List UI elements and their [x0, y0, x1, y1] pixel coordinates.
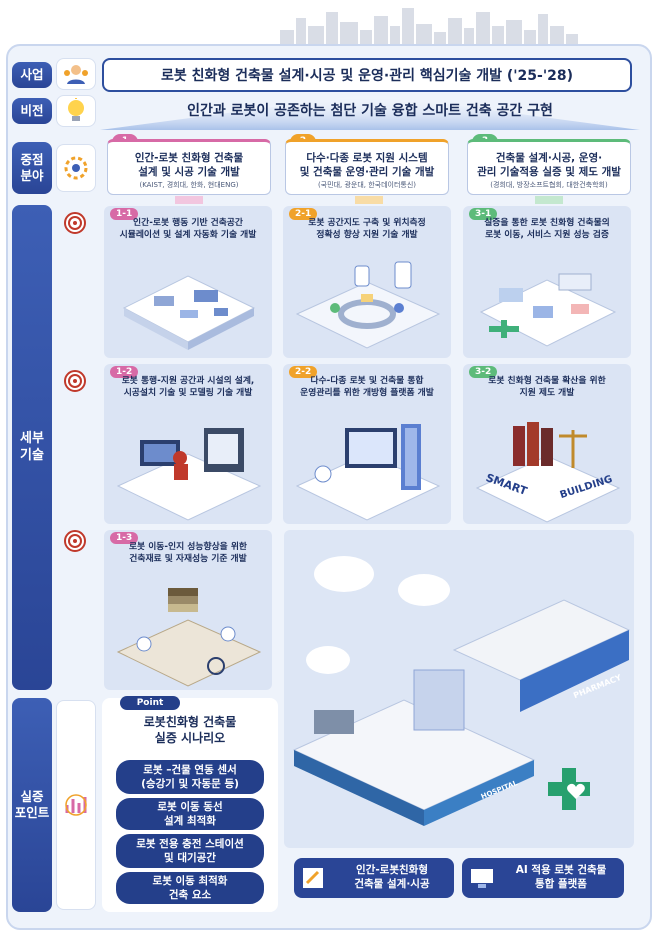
detail-card-3-1: 3-1 실증을 통한 로봇 친화형 건축물의 로봇 이동, 서비스 지원 성능 … [463, 206, 631, 358]
detail-text: 로봇 친화형 건축물 확산을 위한 지원 제도 개발 [488, 376, 606, 398]
target-icon [64, 212, 86, 234]
focus-area-2: 다수·다종 로봇 지원 시스템 및 건축물 운영·관리 기술 개발 (국민대, … [285, 139, 449, 195]
project-title: 로봇 친화형 건축물 설계·시공 및 운영·관리 핵심기술 개발 ('25-'2… [102, 58, 632, 92]
detail-row-label: 세부 기술 [12, 205, 52, 690]
law-books-illustration [475, 422, 621, 523]
detail-tag: 3-1 [469, 208, 498, 220]
scenario-item-1: 로봇 –건물 연동 센서 (승강기 및 자동문 등) [116, 760, 264, 794]
point-badge: Point [120, 696, 180, 710]
target-icon [64, 530, 86, 552]
focus-orgs: (경희대, 방장소프트협회, 대한건축학회) [490, 181, 608, 190]
focus-title: 인간-로봇 친화형 건축물 설계 및 시공 기술 개발 [134, 152, 244, 179]
office-floorplan-illustration [122, 275, 256, 350]
detail-card-3-2: 3-2 로봇 친화형 건축물 확산을 위한 지원 제도 개발 SMART BUI… [463, 364, 631, 524]
focus-area-1: 인간-로봇 친화형 건축물 설계 및 시공 기술 개발 (KAIST, 경희대,… [107, 139, 271, 195]
robot-map-illustration [295, 261, 441, 349]
ai-platform-panel: AI 적용 로봇 건축물 통합 플랫폼 [462, 858, 624, 898]
ai-platform-label: AI 적용 로봇 건축물 통합 플랫폼 [515, 864, 607, 890]
scenario-item-2: 로봇 이동 동선 설계 최적화 [116, 798, 264, 830]
lightbulb-icon [56, 95, 96, 127]
detail-card-1-2: 1-2 로봇 통행-지원 공간과 시설의 설계, 시공설치 기술 및 모델링 기… [104, 364, 272, 524]
detail-text: 실증을 통한 로봇 친화형 건축물의 로봇 이동, 서비스 지원 성능 검증 [484, 218, 610, 240]
scenario-item-3: 로봇 전용 충전 스테이션 및 대기공간 [116, 834, 264, 868]
focus-area-3: 건축물 설계·시공, 운영· 관리 기술적용 실증 및 제도 개발 (경희대, … [467, 139, 631, 195]
vision-text: 인간과 로봇이 공존하는 첨단 기술 융합 스마트 건축 공간 구현 [187, 103, 553, 119]
design-construction-label: 인간-로봇친화형 건축물 설계·시공 [354, 864, 430, 890]
designer-workstation-illustration [116, 428, 262, 521]
detail-card-2-1: 2-1 로봇 공간지도 구축 및 위치측정 정확성 향상 지원 기술 개발 [283, 206, 451, 358]
team-icon [56, 58, 96, 90]
detail-text: 로봇 이동-인지 성능향상을 위한 건축재료 및 자재성능 기준 개발 [128, 542, 248, 564]
detail-card-1-3: 1-3 로봇 이동-인지 성능향상을 위한 건축재료 및 자재성능 기준 개발 [104, 530, 272, 690]
detail-text: 로봇 공간지도 구축 및 위치측정 정확성 향상 지원 기술 개발 [308, 218, 426, 240]
connector-green [535, 196, 563, 204]
hospital-building-illustration [284, 530, 634, 848]
vision-banner [100, 94, 640, 130]
detail-tag: 2-2 [289, 366, 318, 378]
platform-monitor-icon [471, 869, 493, 888]
detail-tag: 1-3 [110, 532, 139, 544]
detail-text: 로봇 통행-지원 공간과 시설의 설계, 시공설치 기술 및 모델링 기술 개발 [121, 376, 255, 398]
detail-tag: 1-2 [110, 366, 139, 378]
blueprint-icon [303, 868, 323, 888]
design-construction-panel: 인간-로봇친화형 건축물 설계·시공 [294, 858, 454, 898]
chart-icon [56, 700, 96, 910]
detail-text: 다수-다종 로봇 및 건축물 통합 운영관리를 위한 개방형 플랫폼 개발 [300, 376, 434, 398]
detail-card-1-1: 1-1 인간-로봇 행동 기반 건축공간 시뮬레이션 및 설계 자동화 기술 개… [104, 206, 272, 358]
focus-row-label: 중점 분야 [12, 142, 52, 194]
focus-orgs: (KAIST, 경희대, 한화, 현대ENG) [139, 181, 239, 190]
detail-card-2-2: 2-2 다수-다종 로봇 및 건축물 통합 운영관리를 위한 개방형 플랫폼 개… [283, 364, 451, 524]
focus-orgs: (국민대, 광운대, 한국데이터통신) [317, 181, 417, 190]
detail-tag: 1-1 [110, 208, 139, 220]
focus-title: 건축물 설계·시공, 운영· 관리 기술적용 실증 및 제도 개발 [477, 152, 621, 179]
hospital-floor-illustration [479, 273, 617, 347]
connector-orange [355, 196, 383, 204]
vision-row-label: 비전 [12, 98, 52, 124]
point-title: 로봇친화형 건축물 실증 시나리오 [143, 715, 237, 746]
platform-monitor-illustration [295, 424, 441, 521]
connector-pink [175, 196, 203, 204]
material-test-illustration [116, 588, 262, 687]
detail-text: 인간-로봇 행동 기반 건축공간 시뮬레이션 및 설계 자동화 기술 개발 [119, 218, 257, 240]
detail-tag: 3-2 [469, 366, 498, 378]
project-row-label: 사업 [12, 62, 52, 88]
demo-row-label: 실증 포인트 [12, 698, 52, 912]
detail-tag: 2-1 [289, 208, 318, 220]
gears-icon [56, 144, 96, 192]
target-icon [64, 370, 86, 392]
focus-title: 다수·다종 로봇 지원 시스템 및 건축물 운영·관리 기술 개발 [299, 152, 435, 179]
scenario-item-4: 로봇 이동 최적화 건축 요소 [116, 872, 264, 904]
